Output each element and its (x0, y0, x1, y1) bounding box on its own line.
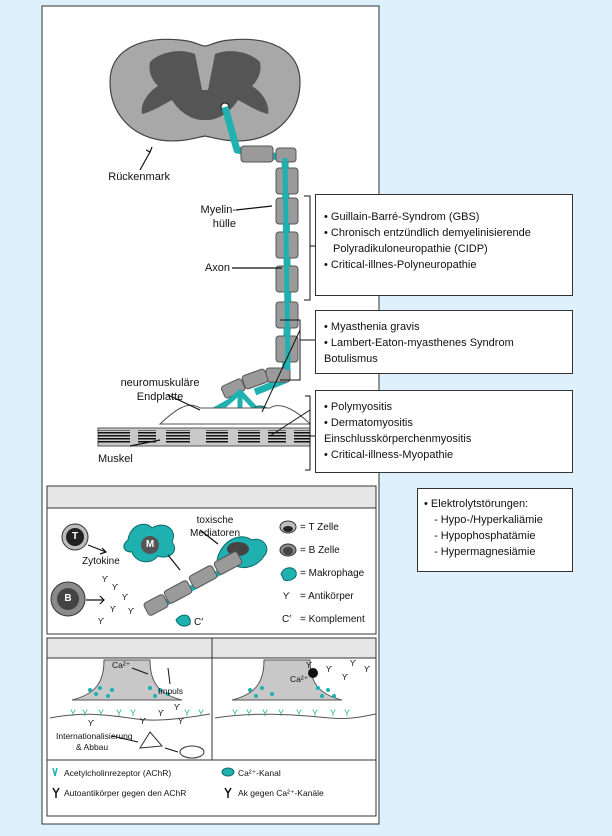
svg-text:Y: Y (344, 708, 350, 718)
legend-complement: = Komplement (300, 614, 365, 625)
svg-text:Y: Y (116, 708, 122, 718)
svg-text:Ƴ: Ƴ (174, 703, 180, 712)
label-arrows (129, 146, 282, 447)
svg-text:Y: Y (130, 708, 136, 718)
legend-t-cell: = T Zelle (300, 522, 339, 533)
svg-text:Ƴ: Ƴ (342, 673, 348, 682)
box-electrolytes: Elektrolytstörungen: Hypo-/Hyperkaliämie… (417, 488, 573, 572)
label-ca-right: Ca²⁺ (290, 674, 309, 684)
box-neuropathies: Guillain-Barré-Syndrom (GBS) Chronisch e… (315, 194, 573, 296)
svg-text:Y: Y (232, 708, 238, 718)
disease-item: Polyradikuloneuropathie (CIDP) (333, 243, 488, 255)
box-junction-disorders: Myasthenia gravis Lambert-Eaton-myasthen… (315, 310, 573, 374)
label-complement-c: C′ (194, 617, 204, 628)
svg-text:Y: Y (246, 708, 252, 718)
label-ca-left: Ca²⁺ (112, 660, 131, 670)
svg-text:Y: Y (278, 708, 284, 718)
label-axon: Axon (204, 262, 230, 274)
svg-text:Y: Y (98, 708, 104, 718)
legend-b-cell: = B Zelle (300, 545, 340, 556)
svg-text:Ƴ: Ƴ (102, 575, 108, 584)
svg-text:Ƴ: Ƴ (140, 717, 146, 726)
box-myopathies: Polymyositis Dermatomyositis Einschlussk… (315, 390, 573, 473)
svg-text:Ƴ: Ƴ (112, 583, 118, 592)
electrolyte-title: Elektrolytstörungen: (424, 496, 572, 512)
svg-text:Ƴ: Ƴ (364, 665, 370, 674)
svg-text:Y: Y (330, 708, 336, 718)
svg-text:Y: Y (312, 708, 318, 718)
disease-item: Guillain-Barré-Syndrom (GBS) (324, 209, 572, 225)
svg-text:Ƴ: Ƴ (88, 719, 94, 728)
disease-item: Myasthenia gravis (324, 319, 572, 335)
label-muscle: Muskel (98, 453, 133, 465)
svg-text:Y: Y (70, 708, 76, 718)
t-cell-letter: T (71, 531, 79, 542)
legend-ca-channel: Ca²⁺-Kanal (238, 768, 281, 778)
legend-ca-antibody: Ak gegen Ca²⁺-Kanäle (238, 788, 324, 798)
electrolyte-item: Hypophosphatämie (424, 528, 572, 544)
disease-item: Einschlusskörperchenmyositis (324, 433, 472, 445)
svg-text:Ƴ: Ƴ (98, 617, 104, 626)
disease-item: Lambert-Eaton-myasthenes Syndrom (324, 335, 572, 351)
label-myelin-1: Myelin- (200, 204, 236, 216)
disease-item: Chronisch entzündlich demyelinisierende (324, 225, 572, 241)
label-internalisation-2: & Abbau (76, 742, 109, 752)
svg-text:Ƴ: Ƴ (326, 665, 332, 674)
legend-antibody: = Antikörper (300, 591, 354, 602)
muscle-fiber (97, 404, 312, 447)
label-toxic-2: Mediatoren (189, 528, 241, 539)
label-endplate-2: Endplatte (136, 391, 184, 403)
label-spinal-cord: Rückenmark (108, 171, 170, 183)
electrolyte-item: Hypermagnesiämie (424, 544, 572, 560)
legend-achr: Acetylcholinrezeptor (AChR) (64, 768, 172, 778)
svg-text:Y: Y (262, 708, 268, 718)
svg-text:Ƴ: Ƴ (122, 593, 128, 602)
legend-autoantibody: Autoantikörper gegen den AChR (64, 788, 187, 798)
legend-complement-symbol: C′ (282, 614, 292, 625)
svg-text:Ƴ: Ƴ (110, 605, 116, 614)
svg-text:Ƴ: Ƴ (306, 661, 312, 670)
electrolyte-item: Hypo-/Hyperkaliämie (424, 512, 572, 528)
label-impuls: Impuls (158, 686, 184, 696)
macrophage-letter: M (145, 539, 155, 550)
b-cell-letter: B (64, 593, 72, 604)
disease-item: Critical-illness-Myopathie (324, 447, 572, 463)
disease-item: Polymyositis (324, 399, 572, 415)
svg-text:Ƴ: Ƴ (283, 591, 290, 601)
disease-item: Dermatomyositis (324, 415, 572, 431)
disease-item: Botulismus (324, 353, 378, 365)
svg-text:Ƴ: Ƴ (178, 717, 184, 726)
svg-text:Y: Y (184, 708, 190, 718)
svg-text:Ƴ: Ƴ (158, 709, 164, 718)
label-myelin-2: hülle (212, 218, 236, 230)
disease-item: Critical-illnes-Polyneuropathie (324, 257, 572, 273)
svg-text:Ƴ: Ƴ (128, 607, 134, 616)
legend-macrophage: = Makrophage (300, 568, 365, 579)
svg-text:Y: Y (82, 708, 88, 718)
svg-text:Y: Y (198, 708, 204, 718)
spinal-cord (109, 38, 301, 142)
label-internalisation-1: Internationalisierung (56, 731, 133, 741)
label-toxic-1: toxische (196, 515, 234, 526)
svg-text:Ƴ: Ƴ (350, 659, 356, 668)
label-zytokine: Zytokine (82, 556, 120, 567)
svg-text:Y: Y (296, 708, 302, 718)
label-endplate-1: neuromuskuläre (120, 377, 200, 389)
